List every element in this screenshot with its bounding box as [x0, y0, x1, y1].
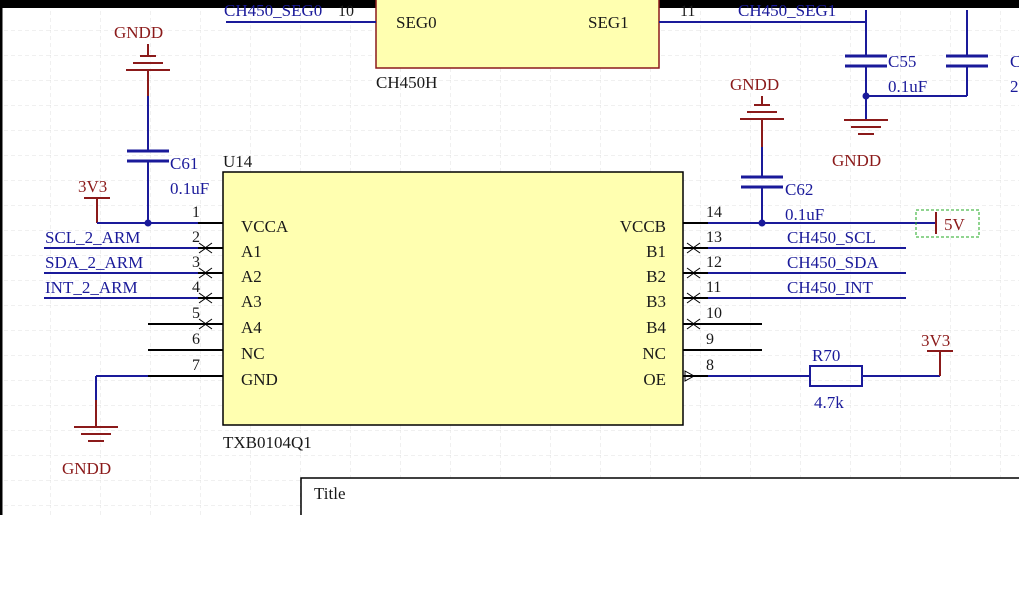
- net-label-ch450-sda: CH450_SDA: [787, 253, 879, 272]
- power-5v-label: 5V: [944, 215, 966, 234]
- u14-pin1-name: VCCA: [241, 217, 289, 236]
- c55-component[interactable]: C55 0.1uF C 2 GNDD: [832, 10, 1019, 170]
- u14-pin13-num: 13: [706, 229, 722, 246]
- u14-pin3-num: 3: [192, 254, 200, 271]
- u14-pin7-name: GND: [241, 370, 278, 389]
- ch450h-designator: CH450H: [376, 73, 437, 92]
- left-nets: SCL_2_ARM SDA_2_ARM INT_2_ARM: [44, 228, 198, 299]
- net-label-int-arm: INT_2_ARM: [45, 278, 138, 297]
- schematic-sheet: SEG0 SEG1 CH450H CH450_SEG0 10 11 CH450_…: [0, 0, 1019, 515]
- junction-vcca: [144, 219, 152, 227]
- u14-pin9-name: NC: [642, 344, 666, 363]
- title-block: Title: [300, 477, 1019, 515]
- u14-pin2-num: 2: [192, 229, 200, 246]
- gndd-c55-label: GNDD: [832, 151, 881, 170]
- schematic-canvas: SEG0 SEG1 CH450H CH450_SEG0 10 11 CH450_…: [0, 0, 1019, 515]
- power-5v-port[interactable]: 5V: [915, 209, 980, 238]
- ch450h-pin-seg1: SEG1: [588, 13, 629, 32]
- c62-value: 0.1uF: [785, 205, 824, 224]
- c55-value: 0.1uF: [888, 77, 927, 96]
- c61-value: 0.1uF: [170, 179, 209, 198]
- u14-pin11-num: 11: [706, 279, 721, 296]
- power-3v3-left-label: 3V3: [78, 177, 107, 196]
- u14-pin8-input-icon: [684, 370, 696, 382]
- r70-component[interactable]: R70 4.7k 3V3: [708, 331, 953, 412]
- u14-pin3-name: A2: [241, 267, 262, 286]
- net-label-scl-arm: SCL_2_ARM: [45, 228, 140, 247]
- u14-pin10-name: B4: [646, 318, 666, 337]
- u14-pin2-name: A1: [241, 242, 262, 261]
- u14-pin12-name: B2: [646, 267, 666, 286]
- gndd-bl-label: GNDD: [62, 459, 111, 478]
- u14-body: [222, 171, 684, 426]
- u14-pin13-name: B1: [646, 242, 666, 261]
- title-block-frame: [300, 477, 1019, 515]
- u14-pin11-name: B3: [646, 292, 666, 311]
- power-3v3-right-label: 3V3: [921, 331, 950, 350]
- u14-pin11-io-icon: [686, 292, 701, 304]
- net-label-ch450-int: CH450_INT: [787, 278, 874, 297]
- title-block-label: Title: [314, 484, 346, 503]
- c61-ref: C61: [170, 154, 198, 173]
- u14-pin10-io-icon: [686, 318, 701, 330]
- u14-pin12-num: 12: [706, 254, 722, 271]
- cpart-ref: C: [1010, 52, 1019, 71]
- r70-ref: R70: [812, 346, 840, 365]
- u14-pin10-num: 10: [706, 305, 722, 322]
- u14-designator: U14: [223, 152, 253, 171]
- u14-pin5-io-icon: [198, 318, 213, 330]
- r70-value: 4.7k: [814, 393, 844, 412]
- u14-pin14-num: 14: [706, 204, 722, 221]
- u14-pin8-name: OE: [643, 370, 666, 389]
- power-5v-selection: [915, 209, 980, 238]
- u14-pin13-io-icon: [686, 242, 701, 254]
- u14-pin12-io-icon: [686, 267, 701, 279]
- u14-pin5-num: 5: [192, 305, 200, 322]
- u14-pin4-io-icon: [198, 292, 213, 304]
- u14-pin7-num: 7: [192, 357, 200, 374]
- u14-pin8-num: 8: [706, 357, 714, 374]
- gndd-c62-label: GNDD: [730, 75, 779, 94]
- c62-component[interactable]: GNDD C62 0.1uF: [708, 75, 936, 227]
- u14-pin14-name: VCCB: [620, 217, 666, 236]
- cpart-value: 2: [1010, 77, 1019, 96]
- net-label-ch450-scl: CH450_SCL: [787, 228, 876, 247]
- u14-pin5-name: A4: [241, 318, 262, 337]
- right-nets: CH450_SCL CH450_SDA CH450_INT: [708, 228, 906, 299]
- ch450h-pin-seg0: SEG0: [396, 13, 437, 32]
- u14-pin9-num: 9: [706, 331, 714, 348]
- u14-pin3-io-icon: [198, 267, 213, 279]
- gndd-c61-label: GNDD: [114, 23, 163, 42]
- u14-pin6-num: 6: [192, 331, 200, 348]
- u14-pin4-num: 4: [192, 279, 200, 296]
- u14-pin6-name: NC: [241, 344, 265, 363]
- u14-left-pins: 1 VCCA 2 A1 3 A2 4 A3 5 A4 6 NC 7 GND: [148, 204, 289, 389]
- power-3v3-left: 3V3: [78, 177, 198, 227]
- gndd-bottom-left: GNDD: [62, 375, 148, 478]
- junction-vccb: [758, 219, 766, 227]
- u14-pin4-name: A3: [241, 292, 262, 311]
- u14-right-pins: 14 VCCB 13 B1 12 B2 11 B3 10 B4 9 NC 8: [620, 204, 762, 389]
- u14-pin1-num: 1: [192, 204, 200, 221]
- u14-part: TXB0104Q1: [223, 433, 312, 452]
- ch450h-component[interactable]: SEG0 SEG1 CH450H CH450_SEG0 10 11 CH450_…: [224, 0, 866, 92]
- ch450h-pin-num-left: 10: [338, 3, 354, 20]
- net-label-ch450-seg0: CH450_SEG0: [224, 1, 322, 20]
- ch450h-pin-num-right: 11: [680, 3, 695, 20]
- c55-ref: C55: [888, 52, 916, 71]
- ch450h-body: [375, 0, 660, 69]
- net-label-ch450-seg1: CH450_SEG1: [738, 1, 836, 20]
- c62-ref: C62: [785, 180, 813, 199]
- net-label-sda-arm: SDA_2_ARM: [45, 253, 143, 272]
- c61-component[interactable]: GNDD C61 0.1uF: [114, 23, 209, 223]
- u14-pin2-io-icon: [198, 242, 213, 254]
- u14-component[interactable]: U14 TXB0104Q1 1 VCCA 2 A1 3 A2 4 A3 5 A4…: [148, 152, 762, 452]
